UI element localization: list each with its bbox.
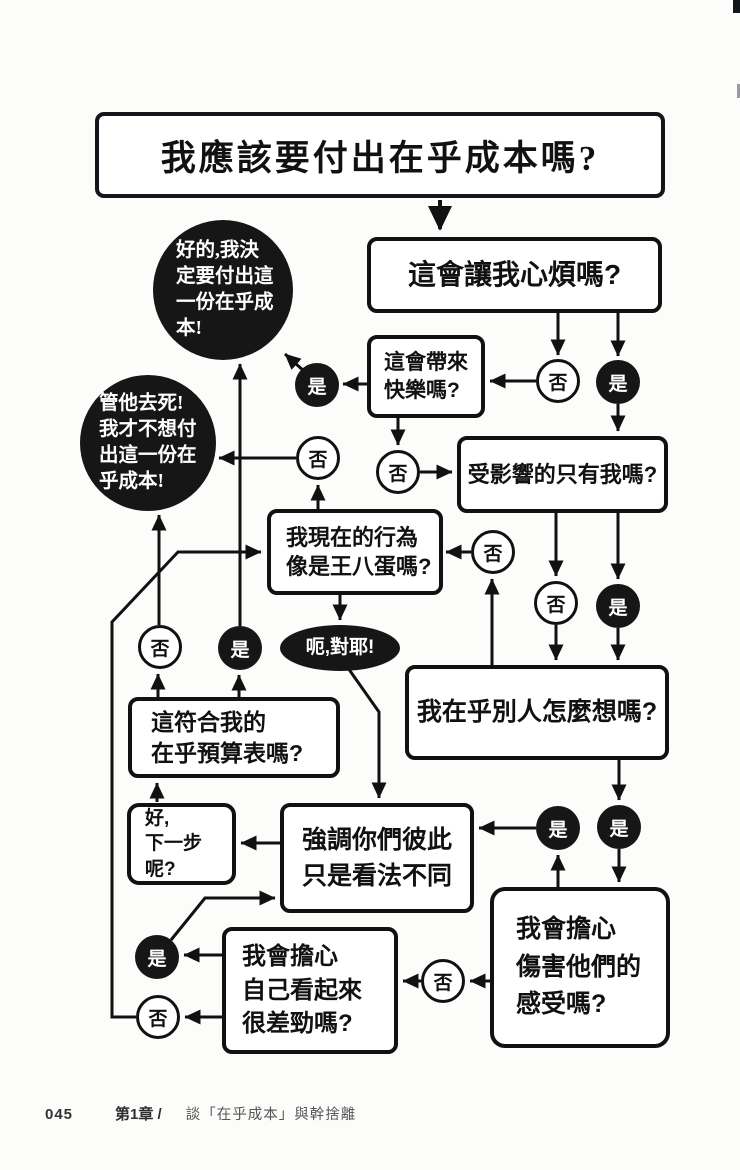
edge-yes-to-emphasize-left (169, 890, 276, 941)
flowchart-title: 我應該要付出在乎成本嗎? (160, 138, 600, 178)
q-label: 強調你們彼此 (301, 825, 452, 854)
circle-budget-yes: 是 (218, 626, 262, 670)
bubble-to-hell: 管他去死! 我才不想付 出這一份在 乎成本! (80, 375, 216, 511)
circle-affected-no: 否 (534, 581, 578, 625)
q-upset-box: 這會讓我心煩嗎? (367, 237, 662, 313)
q-next-step-box: 好, 下一步呢? (127, 803, 236, 885)
scan-corner-mark (733, 0, 740, 13)
circle-label: 是 (608, 373, 628, 395)
q-label: 受影響的只有我嗎? (467, 461, 658, 487)
q-label: 很差勁嗎? (242, 1010, 353, 1038)
circle-label: 是 (307, 376, 327, 398)
circle-happy-no: 否 (376, 450, 420, 494)
bubble-line: 我才不想付 (99, 418, 197, 440)
circle-label: 是 (609, 818, 629, 840)
q-label: 好, (145, 808, 170, 830)
bubble-line: 出這一份在 (99, 445, 197, 466)
q-label: 自己看起來 (242, 976, 362, 1004)
bubble-line: 本! (176, 318, 202, 340)
circle-label: 否 (433, 972, 453, 994)
q-label: 感受嗎? (516, 990, 607, 1019)
q-label: 我會擔心 (242, 943, 338, 971)
q-label: 這會讓我心煩嗎? (407, 258, 622, 290)
q-label: 這符合我的 (151, 709, 266, 736)
q-emphasize-box: 強調你們彼此 只是看法不同 (280, 803, 474, 913)
bubble-line: 乎成本! (99, 471, 164, 493)
bubble-pay-cost: 好的,我決 定要付出這 一份在乎成 本! (153, 220, 293, 360)
circle-label: 是 (230, 639, 250, 661)
circle-hurt-yes: 是 (536, 806, 580, 850)
bubble-line: 好的,我決 (176, 239, 259, 261)
circle-care-think-yes: 是 (597, 805, 641, 849)
edge-no-loop-to-jerk (110, 544, 262, 1019)
circle-label: 是 (548, 819, 568, 841)
chapter-label: 第1章 / (115, 1106, 162, 1123)
bubble-line: 管他去死! (99, 392, 184, 414)
q-label: 這會帶來 (384, 350, 468, 374)
section-title: 談「在乎成本」與幹捨離 (185, 1107, 357, 1123)
page-footer: 045 第1章 / 談「在乎成本」與幹捨離 (45, 1103, 356, 1124)
circle-label: 否 (546, 594, 566, 616)
q-label: 在乎預算表嗎? (151, 739, 304, 766)
circle-budget-no: 否 (138, 625, 182, 669)
bubble-line: 定要付出這 (176, 265, 274, 287)
circle-jerk-no: 否 (296, 436, 340, 480)
circle-look-bad-yes: 是 (135, 935, 179, 979)
q-hurt-box: 我會擔心 傷害他們的 感受嗎? (490, 887, 670, 1048)
circle-look-bad-no: 否 (136, 995, 180, 1039)
circle-label: 否 (308, 449, 328, 471)
q-affected-box: 受影響的只有我嗎? (457, 436, 668, 513)
edge-yeah-to-emphasize (346, 667, 387, 799)
circle-label: 否 (548, 372, 568, 394)
circle-happy-yes: 是 (295, 363, 339, 407)
q-label: 像是王八蛋嗎? (286, 554, 432, 579)
circle-label: 否 (388, 463, 408, 485)
q-label: 只是看法不同 (301, 862, 452, 890)
q-happy-box: 這會帶來 快樂嗎? (367, 335, 485, 418)
q-label: 傷害他們的 (516, 952, 642, 981)
q-jerk-box: 我現在的行為 像是王八蛋嗎? (267, 509, 443, 595)
q-label: 我會擔心 (516, 915, 617, 944)
q-label: 快樂嗎? (384, 378, 460, 402)
circle-upset-yes: 是 (596, 360, 640, 404)
q-label: 我在乎別人怎麼想嗎? (416, 698, 658, 726)
circle-label: 否 (148, 1008, 168, 1030)
flowchart-title-box: 我應該要付出在乎成本嗎? (95, 112, 665, 198)
circle-affected-yes: 是 (596, 584, 640, 628)
q-look-bad-box: 我會擔心 自己看起來 很差勁嗎? (222, 927, 398, 1054)
q-label: 下一步呢? (145, 833, 203, 880)
bubble-line: 呃,對耶! (305, 637, 375, 659)
bubble-yeah: 呃,對耶! (280, 625, 400, 671)
circle-label: 是 (147, 948, 167, 970)
circle-upset-no: 否 (536, 359, 580, 403)
q-budget-box: 這符合我的 在乎預算表嗎? (128, 697, 340, 778)
circle-label: 是 (608, 597, 628, 619)
circle-label: 否 (483, 543, 503, 565)
page-number: 045 (45, 1106, 74, 1123)
circle-care-think-no: 否 (471, 530, 515, 574)
scan-edge-mark (737, 84, 740, 98)
q-care-think-box: 我在乎別人怎麼想嗎? (405, 665, 669, 760)
circle-label: 否 (150, 638, 170, 660)
circle-hurt-no: 否 (421, 959, 465, 1003)
bubble-line: 一份在乎成 (176, 292, 274, 313)
q-label: 我現在的行為 (286, 524, 419, 550)
